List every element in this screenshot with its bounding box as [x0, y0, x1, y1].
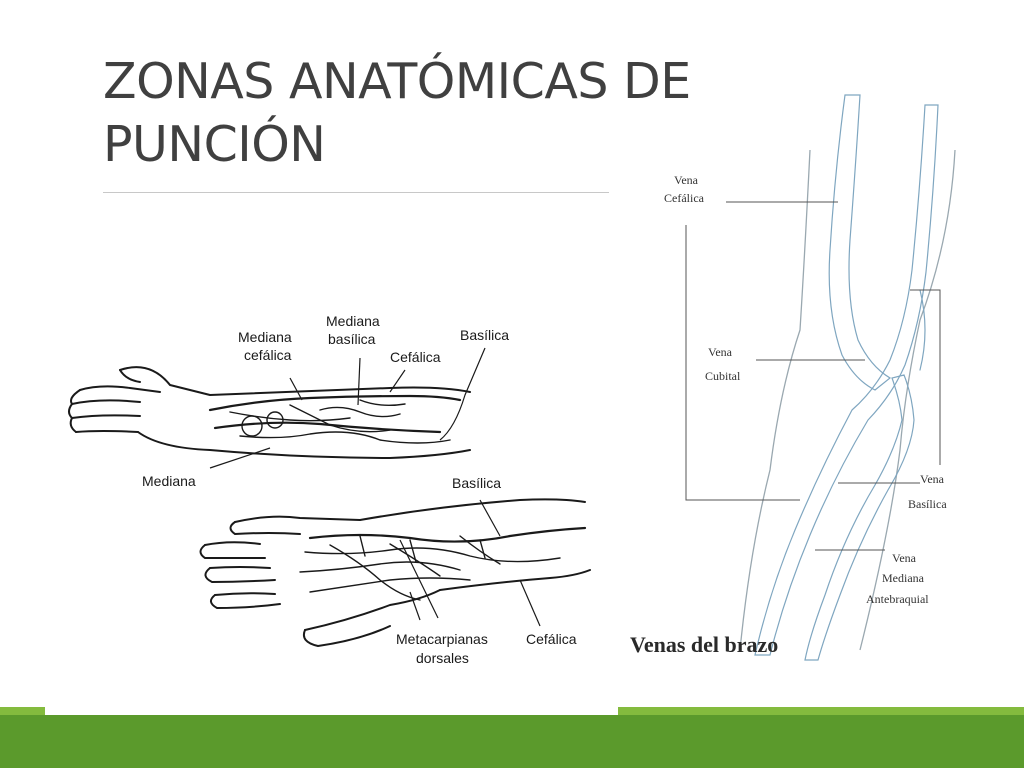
title-divider — [103, 192, 609, 193]
footer-accent-right — [618, 707, 1024, 715]
right-leader-lines — [685, 201, 941, 551]
hand-drawing — [199, 498, 591, 647]
arm-outline-right — [859, 149, 956, 651]
label-cefalica-forearm: Cefálica — [390, 349, 441, 365]
label-vena-basilica-2: Basílica — [908, 497, 947, 511]
arm-veins-figure: Vena Cefálica Vena Cubital Vena Basílica… — [630, 94, 956, 661]
right-labels: Vena Cefálica Vena Cubital Vena Basílica… — [630, 173, 947, 657]
label-basilica-forearm: Basílica — [460, 327, 509, 343]
label-mediana-cefalica-1: Mediana — [238, 329, 292, 345]
label-mediana: Mediana — [142, 473, 196, 489]
left-leader-lines — [209, 347, 541, 627]
label-vena-mediana-1: Vena — [892, 551, 917, 565]
left-labels: Mediana cefálica Mediana basílica Cefáli… — [142, 313, 577, 666]
cephalic-vein-upper — [828, 94, 892, 391]
arm-outline-left — [739, 149, 811, 651]
forearm-hand-veins-figure: Mediana cefálica Mediana basílica Cefáli… — [68, 313, 591, 666]
cubital-vein — [754, 104, 939, 656]
label-metacarpianas-1: Metacarpianas — [396, 631, 488, 647]
footer-accent-left — [0, 707, 45, 715]
label-metacarpianas-2: dorsales — [416, 650, 469, 666]
label-mediana-cefalica-2: cefálica — [244, 347, 292, 363]
label-vena-cefalica-2: Cefálica — [664, 191, 705, 205]
label-vena-cubital-2: Cubital — [705, 369, 741, 383]
figure-caption: Venas del brazo — [630, 632, 778, 657]
basilic-vein-branch — [919, 289, 926, 371]
median-antebrachial-vein — [804, 374, 915, 661]
label-vena-mediana-2: Mediana — [882, 571, 925, 585]
label-vena-cefalica-1: Vena — [674, 173, 699, 187]
label-mediana-basilica-1: Mediana — [326, 313, 380, 329]
label-mediana-basilica-2: basílica — [328, 331, 376, 347]
title-line-1: ZONAS ANATÓMICAS DE — [103, 53, 691, 110]
vein-network — [754, 94, 939, 661]
label-cefalica-hand: Cefálica — [526, 631, 577, 647]
label-vena-cubital-1: Vena — [708, 345, 733, 359]
label-vena-basilica-1: Vena — [920, 472, 945, 486]
footer-band — [0, 715, 1024, 768]
slide-title: ZONAS ANATÓMICAS DE PUNCIÓN — [103, 50, 783, 176]
label-vena-mediana-3: Antebraquial — [866, 592, 929, 606]
title-line-2: PUNCIÓN — [103, 116, 326, 173]
label-basilica-hand: Basílica — [452, 475, 501, 491]
forearm-drawing — [68, 366, 471, 459]
